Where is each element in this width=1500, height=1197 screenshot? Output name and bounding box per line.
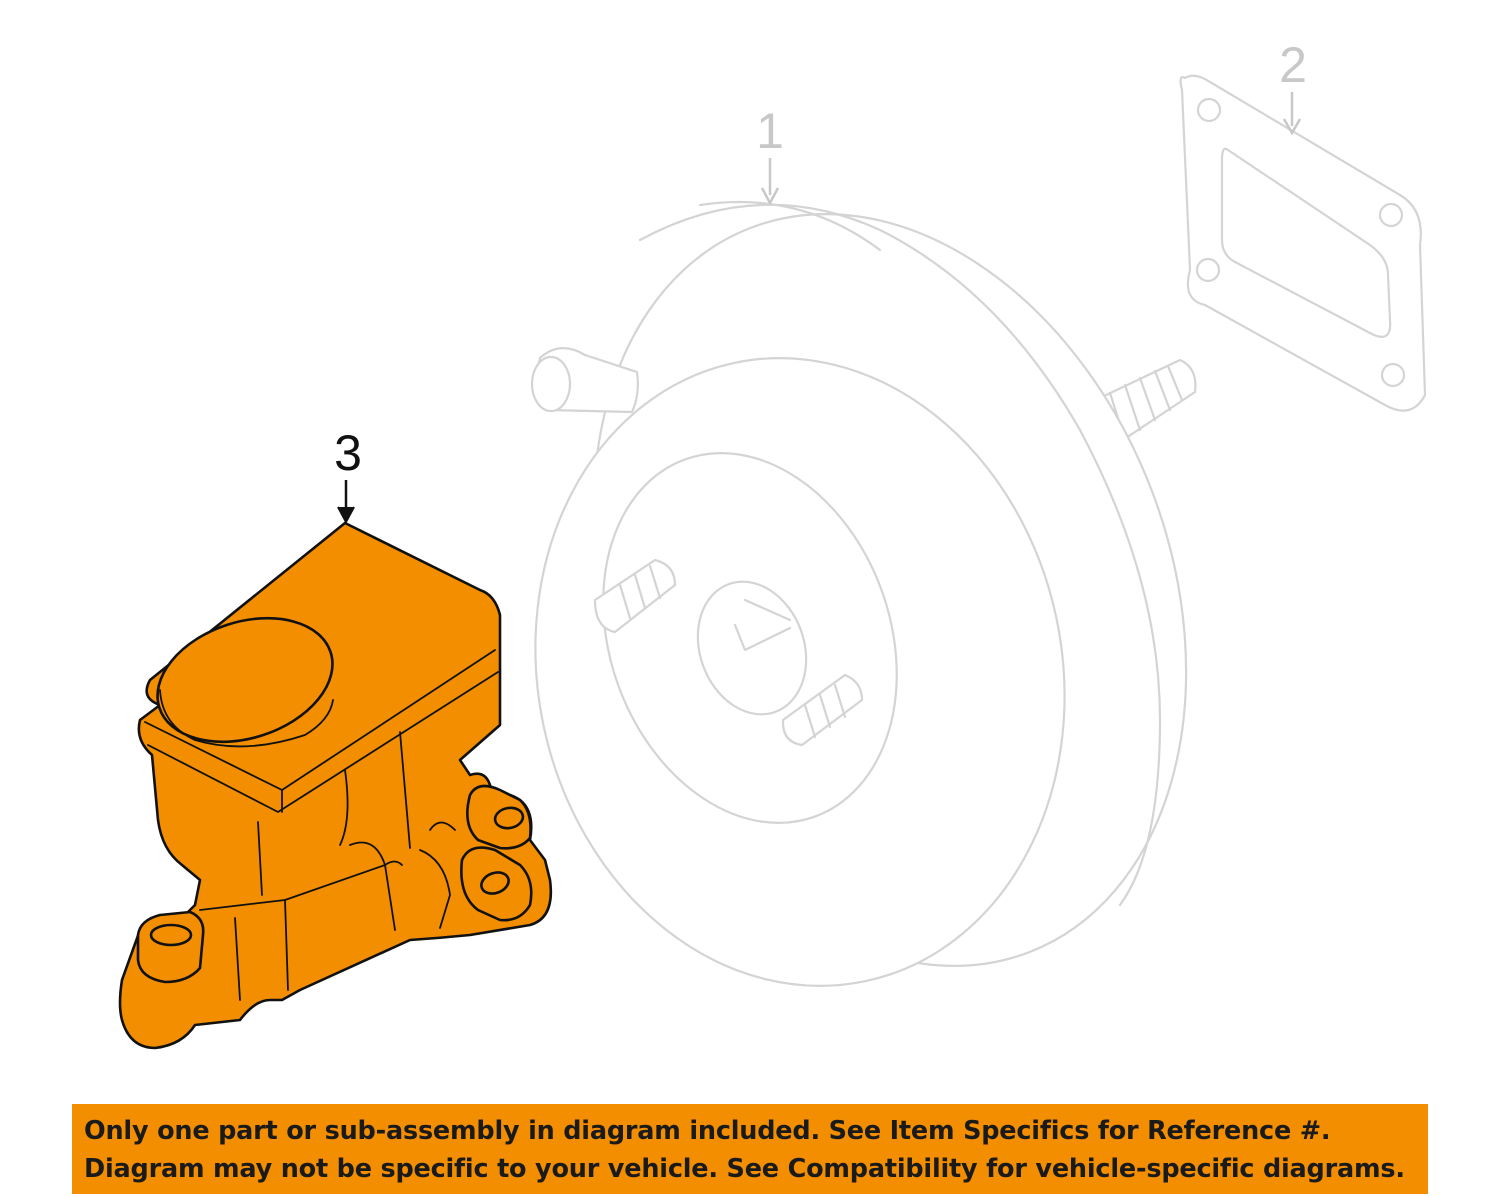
callout-1: 1 bbox=[756, 103, 784, 206]
disclaimer-line-1: Only one part or sub-assembly in diagram… bbox=[84, 1116, 1331, 1146]
disclaimer-line-2: Diagram may not be specific to your vehi… bbox=[84, 1154, 1405, 1184]
master-cylinder-part-3 bbox=[118, 521, 553, 1050]
callout-number-3: 3 bbox=[334, 425, 362, 481]
brake-booster-part-1 bbox=[530, 200, 1197, 987]
callout-3: 3 bbox=[334, 425, 362, 525]
callout-2: 2 bbox=[1279, 37, 1307, 136]
gasket-part-2 bbox=[1179, 74, 1427, 412]
callout-number-1: 1 bbox=[756, 103, 784, 159]
callout-number-2: 2 bbox=[1279, 37, 1307, 93]
disclaimer-banner: Only one part or sub-assembly in diagram… bbox=[72, 1104, 1428, 1194]
